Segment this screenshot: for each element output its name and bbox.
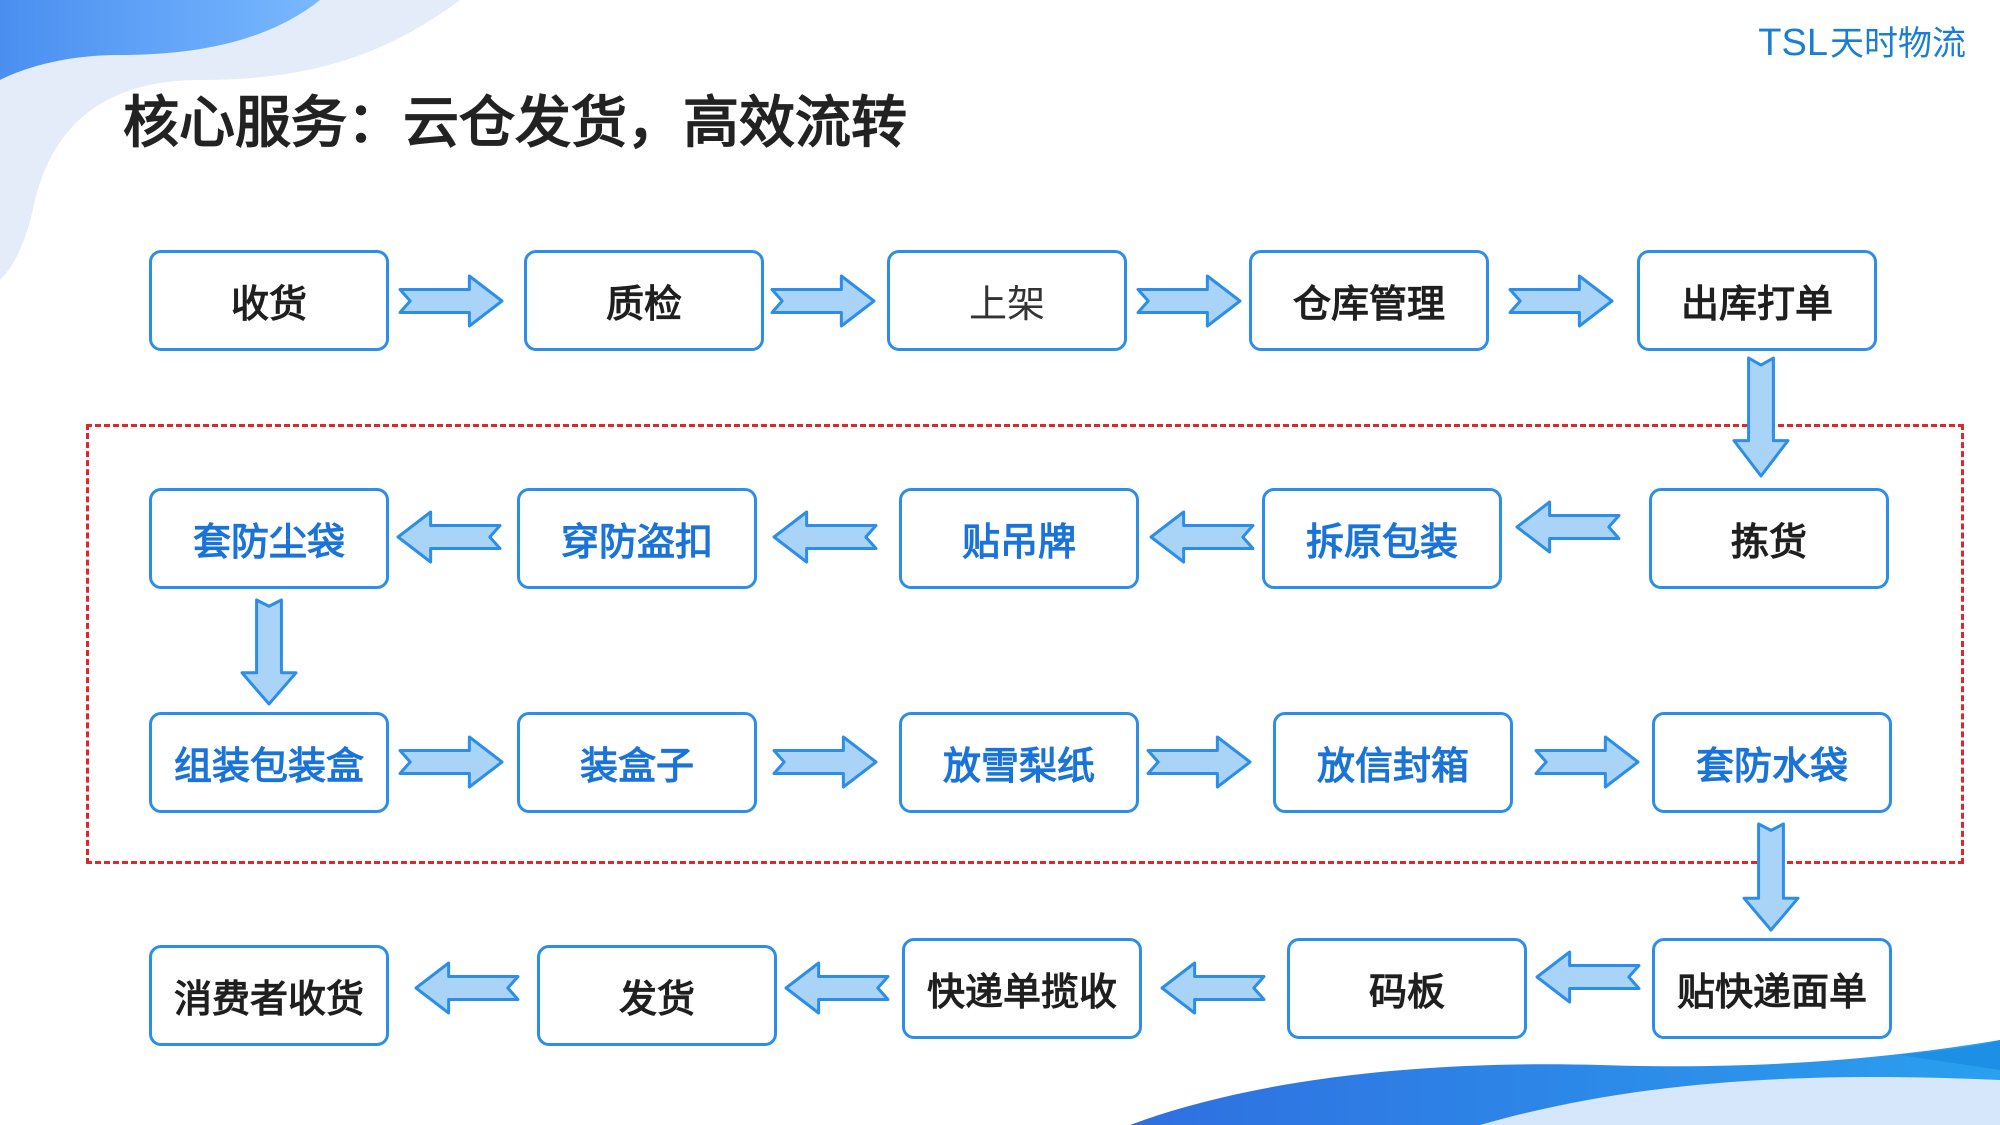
arrow-left-icon [414,961,520,1015]
arrow-shape [1160,961,1266,1015]
arrow-down-icon [240,598,298,706]
arrow-down-icon [1742,822,1800,932]
step-warehouse-manage: 仓库管理 [1249,250,1489,351]
step-anti-theft-buckle: 穿防盗扣 [517,488,757,589]
step-courier-pickup: 快递单揽收 [902,938,1142,1039]
step-express-label: 贴快递面单 [1652,938,1892,1039]
step-attach-tag: 贴吊牌 [899,488,1139,589]
arrow-shape [1534,735,1640,789]
arrow-right-icon [1508,274,1614,328]
brand-latin: TSL [1758,22,1828,64]
step-shelve: 上架 [887,250,1127,351]
arrow-right-icon [398,274,504,328]
page-title: 核心服务：云仓发货，高效流转 [123,91,907,156]
arrow-right-icon [1534,735,1640,789]
step-ship: 发货 [537,945,777,1046]
arrow-shape [414,961,520,1015]
arrow-shape [1742,822,1800,932]
arrow-left-icon [772,510,878,564]
step-snow-pear-paper: 放雪梨纸 [899,712,1139,813]
step-pick: 拣货 [1649,488,1889,589]
step-outbound-print: 出库打单 [1637,250,1877,351]
arrow-down-icon [1732,356,1790,478]
arrow-right-icon [1146,735,1252,789]
arrow-shape [1508,274,1614,328]
arrow-shape [240,598,298,706]
arrow-shape [772,735,878,789]
brand-logo: TSL天时物流 [1758,24,1966,62]
step-inspect: 质检 [524,250,764,351]
arrow-shape [784,961,890,1015]
arrow-right-icon [770,274,876,328]
step-waterproof-bag: 套防水袋 [1652,712,1892,813]
arrow-left-icon [1149,510,1255,564]
arrow-left-icon [1515,500,1621,554]
arrow-shape [398,274,504,328]
arrow-shape [770,274,876,328]
arrow-shape [1732,356,1790,478]
arrow-shape [396,510,502,564]
arrow-shape [1149,510,1255,564]
step-receive: 收货 [149,250,389,351]
arrow-shape [1146,735,1252,789]
step-consumer-receive: 消费者收货 [149,945,389,1046]
arrow-shape [1515,500,1621,554]
arrow-shape [1535,950,1641,1004]
step-dust-bag: 套防尘袋 [149,488,389,589]
arrow-shape [398,735,504,789]
brand-cjk: 天时物流 [1830,24,1966,64]
step-palletize: 码板 [1287,938,1527,1039]
arrow-right-icon [772,735,878,789]
arrow-left-icon [396,510,502,564]
arrow-shape [772,510,878,564]
arrow-left-icon [1535,950,1641,1004]
arrow-left-icon [1160,961,1266,1015]
highlight-frame [86,424,1964,864]
arrow-right-icon [398,735,504,789]
step-assemble-box: 组装包装盒 [149,712,389,813]
step-letter-seal: 放信封箱 [1273,712,1513,813]
arrow-left-icon [784,961,890,1015]
arrow-shape [1136,274,1242,328]
step-box-up: 装盒子 [517,712,757,813]
step-unpack-original: 拆原包装 [1262,488,1502,589]
arrow-right-icon [1136,274,1242,328]
